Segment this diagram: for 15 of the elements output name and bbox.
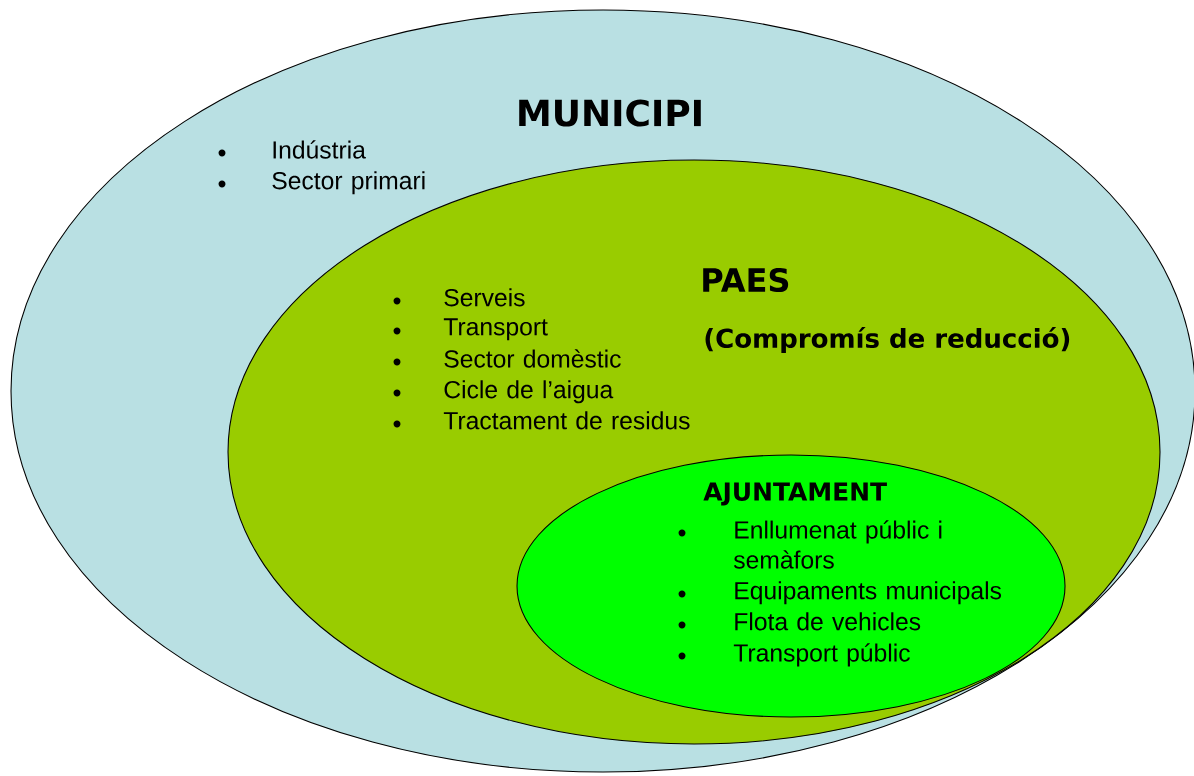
list-item: Sector domèstic	[393, 349, 621, 368]
heading: AJUNTAMENT	[703, 482, 887, 506]
heading: PAES	[703, 267, 789, 293]
list-item: Transport públic	[678, 643, 910, 667]
list-item: Indústria	[218, 140, 366, 159]
subheading: (Compromís de reducció)	[705, 326, 1070, 354]
list-item: Flota de vehicles	[678, 612, 921, 631]
list-item: Equipaments municipals	[678, 581, 1002, 605]
list-item: Cicle de l’aigua	[393, 380, 614, 404]
list-item: Enllumenat públic i semàfors	[678, 520, 942, 569]
list-item: Transport	[393, 318, 548, 341]
list-item: Sector primari	[218, 171, 425, 195]
list-item: Serveis	[393, 288, 525, 307]
title: MUNICIPI	[519, 99, 701, 127]
list-item: Tractament de residus	[393, 411, 690, 430]
